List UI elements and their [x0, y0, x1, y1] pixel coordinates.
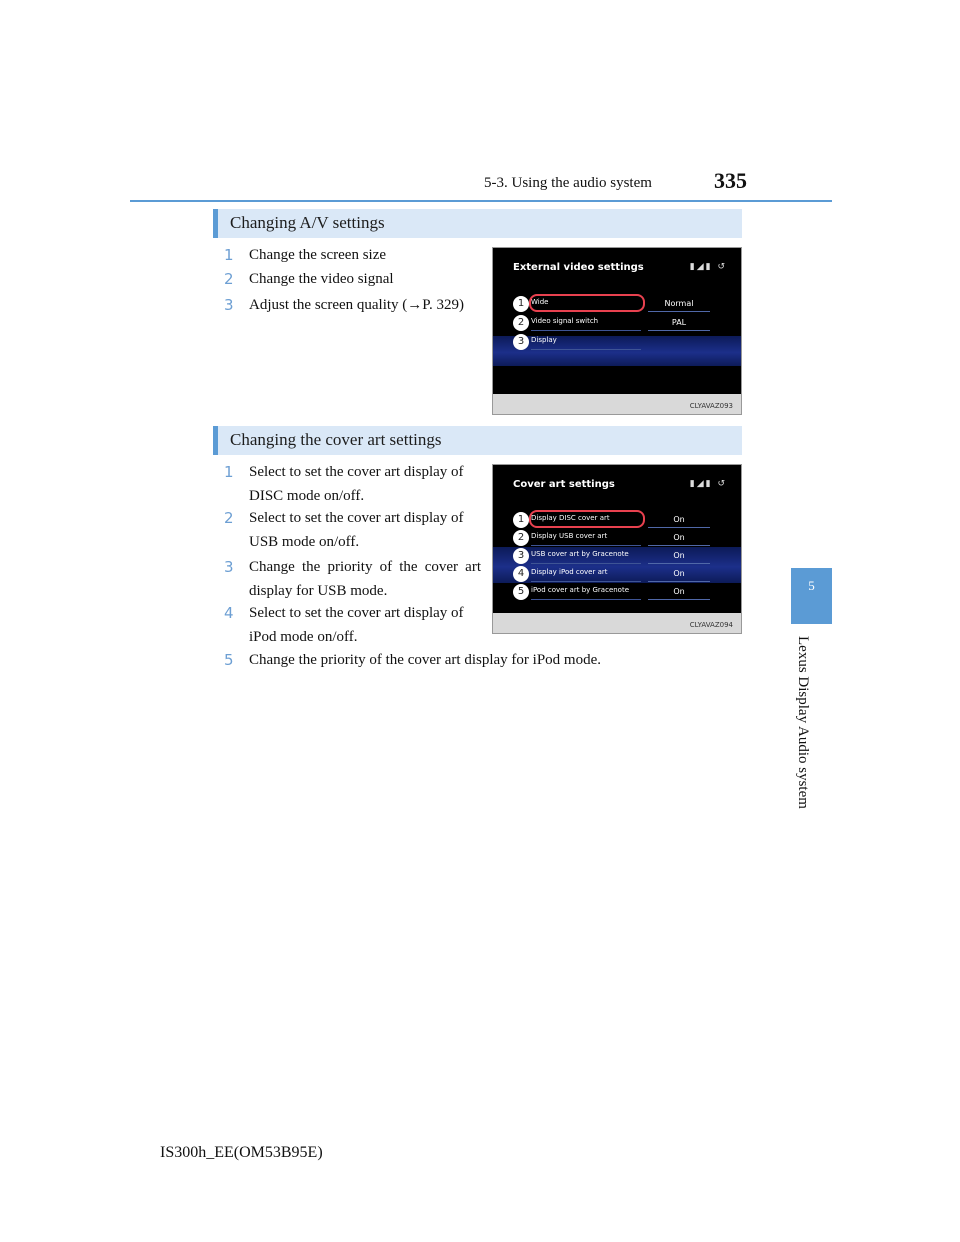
settings-row: 2 Display USB cover art On — [513, 530, 723, 546]
row-label: Display DISC cover art — [531, 514, 610, 522]
section-heading-cover-art: Changing the cover art settings — [213, 426, 742, 455]
screen-caption-bar — [493, 394, 741, 414]
item-text: Select to set the cover art display of D… — [249, 464, 464, 504]
row-divider — [531, 599, 641, 600]
row-value: PAL — [648, 315, 710, 331]
item-text: Change the priority of the cover art dis… — [249, 652, 601, 668]
selection-outline — [529, 294, 645, 312]
row-divider — [531, 563, 641, 564]
highlight-band — [493, 336, 741, 366]
item-number: 1 — [224, 463, 234, 481]
figure-code: CLYAVAZ094 — [689, 621, 733, 629]
item-number: 5 — [224, 651, 234, 669]
row-label: Video signal switch — [531, 317, 599, 325]
row-label: Wide — [531, 298, 549, 306]
row-badge: 2 — [513, 530, 529, 546]
settings-row: 5 iPod cover art by Gracenote On — [513, 584, 723, 600]
row-value: On — [648, 530, 710, 546]
row-label: USB cover art by Gracenote — [531, 550, 629, 558]
row-divider — [531, 545, 641, 546]
status-icons: ▮◢▮ ↺ — [689, 262, 727, 272]
row-value: On — [648, 548, 710, 564]
section-title: 5-3. Using the audio system — [484, 175, 652, 191]
screen-caption-bar — [493, 613, 741, 633]
settings-row: 1 Wide Normal — [513, 296, 723, 312]
section-heading-cover-art-text: Changing the cover art settings — [230, 430, 442, 449]
screen-title: Cover art settings — [513, 479, 615, 490]
row-value: On — [648, 566, 710, 582]
settings-row: 2 Video signal switch PAL — [513, 315, 723, 331]
row-badge: 3 — [513, 334, 529, 350]
row-label: Display iPod cover art — [531, 568, 608, 576]
page-number: 335 — [714, 168, 747, 193]
highlight-band — [493, 547, 741, 583]
row-badge: 4 — [513, 566, 529, 582]
screen-title: External video settings — [513, 262, 644, 273]
item-number: 3 — [224, 296, 234, 314]
row-divider — [531, 330, 641, 331]
settings-row: 3 Display — [513, 334, 723, 350]
chapter-tab — [791, 568, 832, 624]
chapter-title: Lexus Display Audio system — [795, 636, 811, 809]
item-number: 2 — [224, 509, 234, 527]
row-label: Display — [531, 336, 557, 344]
row-badge: 2 — [513, 315, 529, 331]
item-text: Change the video signal — [249, 271, 394, 287]
row-label: Display USB cover art — [531, 532, 608, 540]
item-text: Change the priority of the cover art dis… — [249, 559, 481, 599]
cover-art-screenshot: Cover art settings ▮◢▮ ↺ 1 Display DISC … — [492, 464, 742, 634]
selection-outline — [529, 510, 645, 528]
figure-code: CLYAVAZ093 — [689, 402, 733, 410]
section-heading-av: Changing A/V settings — [213, 209, 742, 238]
row-badge: 5 — [513, 584, 529, 600]
item-number: 4 — [224, 604, 234, 622]
row-badge: 1 — [513, 296, 529, 312]
status-icons: ▮◢▮ ↺ — [689, 479, 727, 489]
row-value: Normal — [648, 296, 710, 312]
settings-row: 4 Display iPod cover art On — [513, 566, 723, 582]
item-text: Change the screen size — [249, 247, 387, 263]
row-divider — [531, 349, 641, 350]
row-divider — [531, 581, 641, 582]
row-value: On — [648, 512, 710, 528]
header-rule — [130, 200, 832, 202]
av-screenshot: External video settings ▮◢▮ ↺ 1 Wide Nor… — [492, 247, 742, 415]
settings-row: 3 USB cover art by Gracenote On — [513, 548, 723, 564]
item-text: Select to set the cover art display of U… — [249, 510, 464, 550]
row-value: On — [648, 584, 710, 600]
item-number: 2 — [224, 270, 234, 288]
chapter-number: 5 — [808, 578, 815, 593]
model-code: IS300h_EE(OM53B95E) — [160, 1144, 323, 1161]
settings-row: 1 Display DISC cover art On — [513, 512, 723, 528]
section-heading-av-text: Changing A/V settings — [230, 213, 385, 232]
item-number: 1 — [224, 246, 234, 264]
item-number: 3 — [224, 558, 234, 576]
item-text: Select to set the cover art display of i… — [249, 605, 464, 645]
row-badge: 1 — [513, 512, 529, 528]
row-badge: 3 — [513, 548, 529, 564]
row-label: iPod cover art by Gracenote — [531, 586, 630, 594]
item-text: Adjust the screen quality (→P. 329) — [249, 297, 464, 313]
